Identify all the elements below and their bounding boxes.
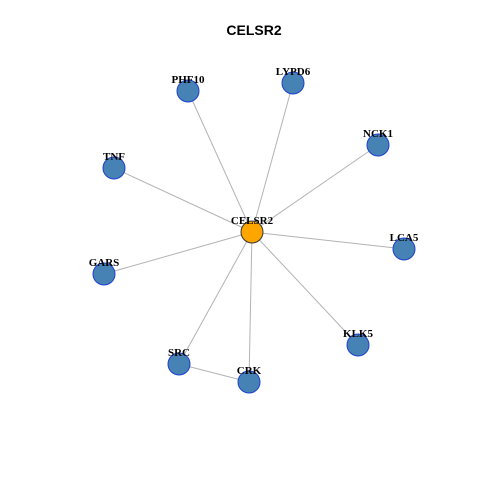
edge-celsr2-crk (248, 231, 253, 383)
node-label-gars: GARS (89, 257, 120, 269)
edge-celsr2-nck1 (251, 144, 379, 233)
nodes-layer (92, 71, 416, 394)
edge-src-crk (178, 363, 250, 383)
edge-celsr2-lypd6 (251, 82, 294, 233)
edge-celsr2-tnf (113, 167, 253, 233)
node-lca5[interactable] (392, 237, 416, 261)
node-lypd6[interactable] (281, 71, 305, 95)
node-label-lypd6: LYPD6 (276, 66, 311, 78)
node-phf10[interactable] (176, 79, 200, 103)
node-gars[interactable] (92, 262, 116, 286)
node-label-tnf: TNF (103, 151, 125, 163)
node-label-celsr2: CELSR2 (231, 215, 274, 227)
node-label-klk5: KLK5 (343, 328, 373, 340)
node-src[interactable] (167, 352, 191, 376)
node-label-lca5: LCA5 (390, 232, 419, 244)
node-label-src: SRC (168, 347, 190, 359)
edges-layer (103, 82, 405, 383)
node-nck1[interactable] (366, 133, 390, 157)
node-crk[interactable] (237, 370, 261, 394)
node-label-nck1: NCK1 (363, 128, 393, 140)
edge-celsr2-phf10 (187, 90, 253, 233)
node-label-phf10: PHF10 (172, 74, 205, 86)
node-tnf[interactable] (102, 156, 126, 180)
node-label-crk: CRK (237, 365, 262, 377)
edge-celsr2-src (178, 231, 253, 365)
edge-celsr2-lca5 (251, 231, 405, 250)
node-celsr2[interactable] (240, 220, 264, 244)
node-klk5[interactable] (346, 333, 370, 357)
graph-title: CELSR2 (226, 22, 281, 38)
edge-celsr2-klk5 (251, 231, 359, 346)
edge-celsr2-gars (103, 231, 253, 275)
